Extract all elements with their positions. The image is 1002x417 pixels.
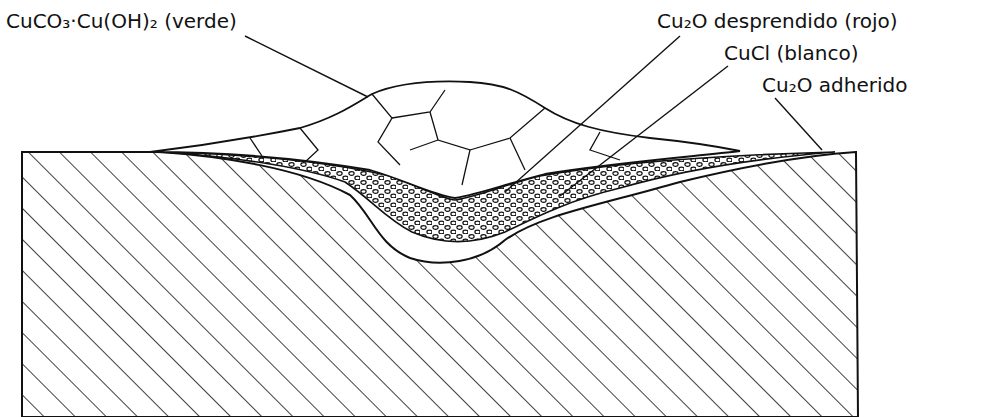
callout-label: CuCl (blanco) xyxy=(722,42,861,64)
callout-label: Cu₂O adherido xyxy=(760,74,909,96)
carbonate-mound xyxy=(150,82,740,199)
callout-label: Cu₂O desprendido (rojo) xyxy=(655,10,900,32)
mound-cracks xyxy=(250,90,620,185)
callout-label: CuCO₃·Cu(OH)₂ (verde) xyxy=(4,10,239,32)
